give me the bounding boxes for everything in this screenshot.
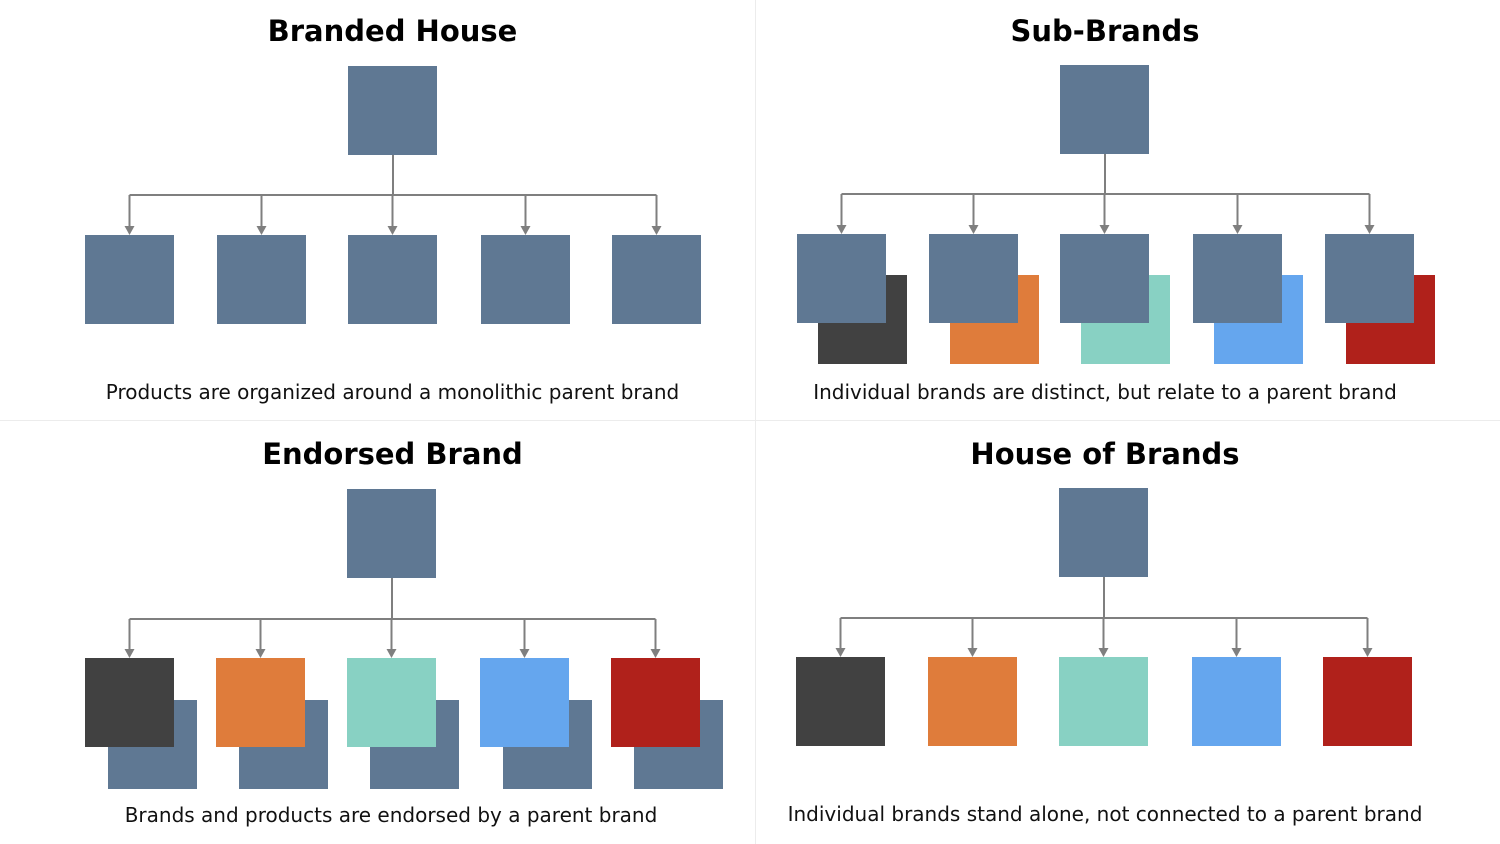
arrowhead-1 bbox=[124, 649, 135, 658]
arrowhead-5 bbox=[650, 649, 661, 658]
horizontal-divider bbox=[0, 420, 1500, 421]
standalone-brand-box-3 bbox=[1059, 657, 1148, 746]
parent-overlay-box-3 bbox=[1060, 234, 1149, 323]
house-of-brands-caption: Individual brands stand alone, not conne… bbox=[787, 802, 1423, 826]
endorsed-brand-box-4 bbox=[480, 658, 569, 747]
endorsed-brand-box-2 bbox=[216, 658, 305, 747]
endorsed-brand-diagram bbox=[85, 489, 723, 789]
parent-overlay-box-1 bbox=[797, 234, 886, 323]
arrowhead-2 bbox=[967, 648, 978, 657]
arrowhead-2 bbox=[968, 225, 979, 234]
arrowhead-4 bbox=[519, 649, 530, 658]
arrowhead-3 bbox=[387, 226, 398, 235]
parent-overlay-box-5 bbox=[1325, 234, 1414, 323]
product-box-3 bbox=[348, 235, 437, 324]
arrowhead-3 bbox=[1098, 648, 1109, 657]
arrowhead-5 bbox=[1364, 225, 1375, 234]
arrowhead-5 bbox=[1362, 648, 1373, 657]
arrowhead-3 bbox=[1099, 225, 1110, 234]
standalone-brand-box-4 bbox=[1192, 657, 1281, 746]
house-of-brands-title: House of Brands bbox=[970, 437, 1240, 471]
endorsed-brand-title: Endorsed Brand bbox=[262, 437, 523, 471]
endorsed-brand-caption: Brands and products are endorsed by a pa… bbox=[124, 803, 658, 827]
product-box-1 bbox=[85, 235, 174, 324]
arrowhead-4 bbox=[1232, 225, 1243, 234]
arrowhead-1 bbox=[124, 226, 135, 235]
endorsed-brand-box-1 bbox=[85, 658, 174, 747]
branded-house-caption: Products are organized around a monolith… bbox=[105, 380, 680, 404]
standalone-brand-box-5 bbox=[1323, 657, 1412, 746]
arrowhead-2 bbox=[255, 649, 266, 658]
endorsed-brand-box-3 bbox=[347, 658, 436, 747]
arrowhead-4 bbox=[520, 226, 531, 235]
arrowhead-5 bbox=[651, 226, 662, 235]
product-box-2 bbox=[217, 235, 306, 324]
product-box-5 bbox=[612, 235, 701, 324]
standalone-brand-box-1 bbox=[796, 657, 885, 746]
endorsed-brand-panel: Endorsed Brand Brands and products are e… bbox=[0, 422, 750, 844]
branded-house-diagram bbox=[85, 66, 701, 324]
arrowhead-1 bbox=[836, 225, 847, 234]
branded-house-panel: Branded House Products are organized aro… bbox=[0, 0, 750, 422]
sub-brands-panel: Sub-Brands Individual brands are distinc… bbox=[750, 0, 1500, 422]
sub-brands-title: Sub-Brands bbox=[1010, 14, 1200, 48]
parent-brand-box bbox=[1060, 65, 1149, 154]
branded-house-title: Branded House bbox=[267, 14, 518, 48]
parent-overlay-box-2 bbox=[929, 234, 1018, 323]
sub-brands-caption: Individual brands are distinct, but rela… bbox=[813, 380, 1397, 404]
parent-brand-box bbox=[348, 66, 437, 155]
house-of-brands-panel: House of Brands Individual brands stand … bbox=[750, 422, 1500, 844]
standalone-brand-box-2 bbox=[928, 657, 1017, 746]
arrowhead-1 bbox=[835, 648, 846, 657]
arrowhead-2 bbox=[256, 226, 267, 235]
vertical-divider bbox=[755, 0, 756, 844]
sub-brands-diagram bbox=[797, 65, 1435, 364]
arrowhead-3 bbox=[386, 649, 397, 658]
house-of-brands-diagram bbox=[796, 488, 1412, 746]
endorsed-brand-box-5 bbox=[611, 658, 700, 747]
arrowhead-4 bbox=[1231, 648, 1242, 657]
parent-brand-box bbox=[347, 489, 436, 578]
parent-overlay-box-4 bbox=[1193, 234, 1282, 323]
parent-brand-box bbox=[1059, 488, 1148, 577]
product-box-4 bbox=[481, 235, 570, 324]
